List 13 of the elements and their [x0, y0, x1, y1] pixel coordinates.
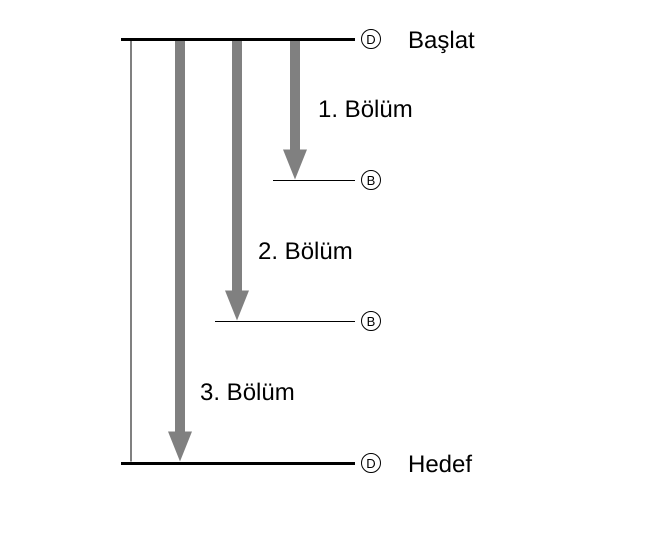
connector-line [130, 40, 132, 462]
arrow [225, 40, 249, 320]
circled-letter: B [361, 170, 381, 190]
circled-letter: B [361, 311, 381, 331]
level-line [121, 38, 355, 40]
arrow [283, 40, 307, 180]
level-line [121, 462, 355, 464]
circled-letter: D [361, 29, 381, 49]
level-line [215, 320, 355, 322]
arrow [168, 40, 192, 462]
circled-letter: D [361, 453, 381, 473]
endpoint-label: Hedef [408, 453, 472, 477]
endpoint-label: Başlat [408, 29, 475, 53]
